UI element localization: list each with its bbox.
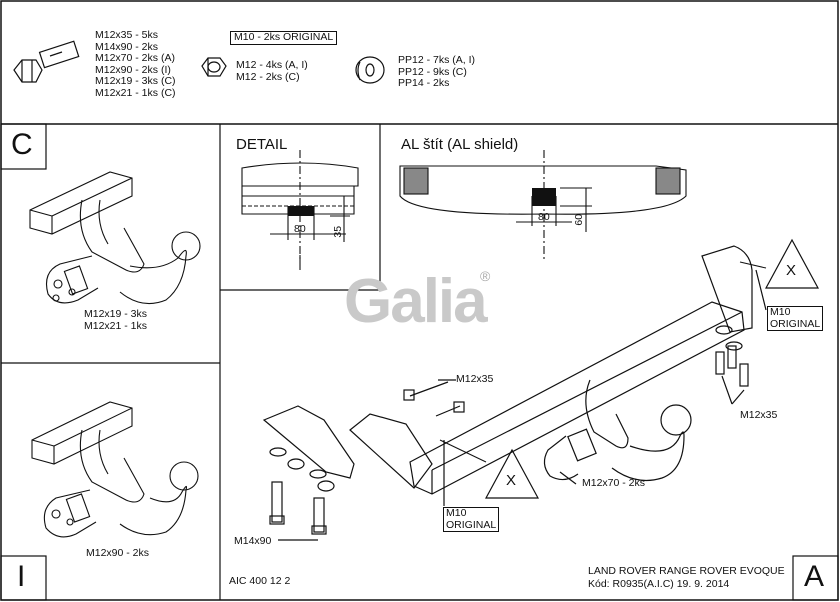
washer-list-item: PP12 - 9ks (C) — [398, 65, 467, 78]
bolt-list: M12x35 - 5ks M14x90 - 2ks M12x70 - 2ks (… — [95, 29, 176, 99]
bolt-list-item: M14x90 - 2ks — [95, 40, 159, 53]
detail-height-dim: 35 — [332, 225, 345, 238]
shield-hatched-block — [532, 188, 556, 206]
panel-letter-i: I — [17, 560, 26, 593]
x-warning-triangle-right — [764, 238, 820, 289]
detail-width-dim: 80 — [294, 223, 306, 235]
bolt-list-item: M12x21 - 1ks (C) — [95, 86, 176, 99]
footer-kod: Kód: R0935(A.I.C) 19. 9. 2014 — [588, 578, 730, 590]
detail-title: DETAIL — [236, 136, 288, 153]
main-towbar-drawing — [262, 245, 767, 541]
bolt-list-item: M12x70 - 2ks (A) — [95, 52, 175, 64]
shield-drawing — [399, 150, 687, 262]
panel-c-towbar-drawing — [29, 171, 201, 305]
panel-c-label: M12x21 - 1ks — [84, 319, 148, 332]
panel-letter-c: C — [11, 128, 33, 161]
bolt-list-item: M12x19 - 3ks (C) — [95, 75, 176, 87]
detail-hatched-block — [288, 206, 314, 216]
label-m12x35-top: M12x35 — [456, 373, 494, 385]
label-m12x70: M12x70 - 2ks — [582, 477, 646, 489]
nut-icon — [201, 57, 227, 77]
shield-height-dim: 60 — [573, 213, 586, 226]
logo-registered-mark: ® — [480, 268, 491, 284]
letter-box-a — [792, 555, 839, 601]
label-m10-right-line: M10 — [770, 306, 791, 318]
panel-i-towbar-drawing — [31, 401, 199, 538]
nut-list-item: M12 - 2ks (C) — [236, 70, 300, 83]
x-mark-bottom: X — [506, 472, 517, 489]
nut-m10-original-label: M10 - 2ks ORIGINAL — [230, 31, 338, 45]
label-m10-original-bottom: M10 ORIGINAL — [443, 507, 500, 532]
washer-list-item: PP12 - 7ks (A, I) — [398, 54, 476, 66]
label-m10-right-line: ORIGINAL — [770, 317, 821, 330]
panel-letter-a: A — [804, 560, 825, 593]
shield-title: AL štít (AL shield) — [401, 136, 519, 153]
label-m14x90: M14x90 — [234, 535, 272, 547]
letter-box-i — [0, 555, 47, 601]
nut-list-item: M12 - 4ks (A, I) — [236, 59, 308, 71]
galia-logo: Galia — [344, 267, 488, 336]
x-warning-triangle-bottom — [484, 448, 540, 499]
shield-width-dim: 80 — [538, 211, 550, 223]
footer-code: AIC 400 12 2 — [229, 575, 291, 587]
bolt-list-item: M12x35 - 5ks — [95, 29, 159, 41]
panel-c-label: M12x19 - 3ks — [84, 308, 148, 320]
washer-list: PP12 - 7ks (A, I) PP12 - 9ks (C) PP14 - … — [398, 54, 476, 90]
label-m12x35-right: M12x35 — [740, 409, 778, 421]
panel-c-labels: M12x19 - 3ks M12x21 - 1ks — [84, 308, 148, 332]
x-pointer-right — [739, 261, 767, 269]
label-m10-original-right: M10 ORIGINAL — [767, 306, 824, 331]
washer-icon — [355, 56, 385, 84]
label-m10-bottom-line: ORIGINAL — [446, 518, 497, 531]
footer-vehicle: LAND ROVER RANGE ROVER EVOQUE — [588, 565, 785, 577]
label-m10-bottom-line: M10 — [446, 507, 467, 519]
panel-i-label: M12x90 - 2ks — [86, 547, 150, 559]
nut-list: M12 - 4ks (A, I) M12 - 2ks (C) — [236, 59, 308, 83]
bolt-icon — [13, 40, 80, 83]
letter-box-c — [0, 123, 47, 170]
x-pointer-bottom — [439, 439, 487, 463]
x-mark-right: X — [786, 262, 797, 279]
bolt-list-item: M12x90 - 2ks (I) — [95, 63, 171, 76]
washer-list-item: PP14 - 2ks — [398, 77, 450, 89]
